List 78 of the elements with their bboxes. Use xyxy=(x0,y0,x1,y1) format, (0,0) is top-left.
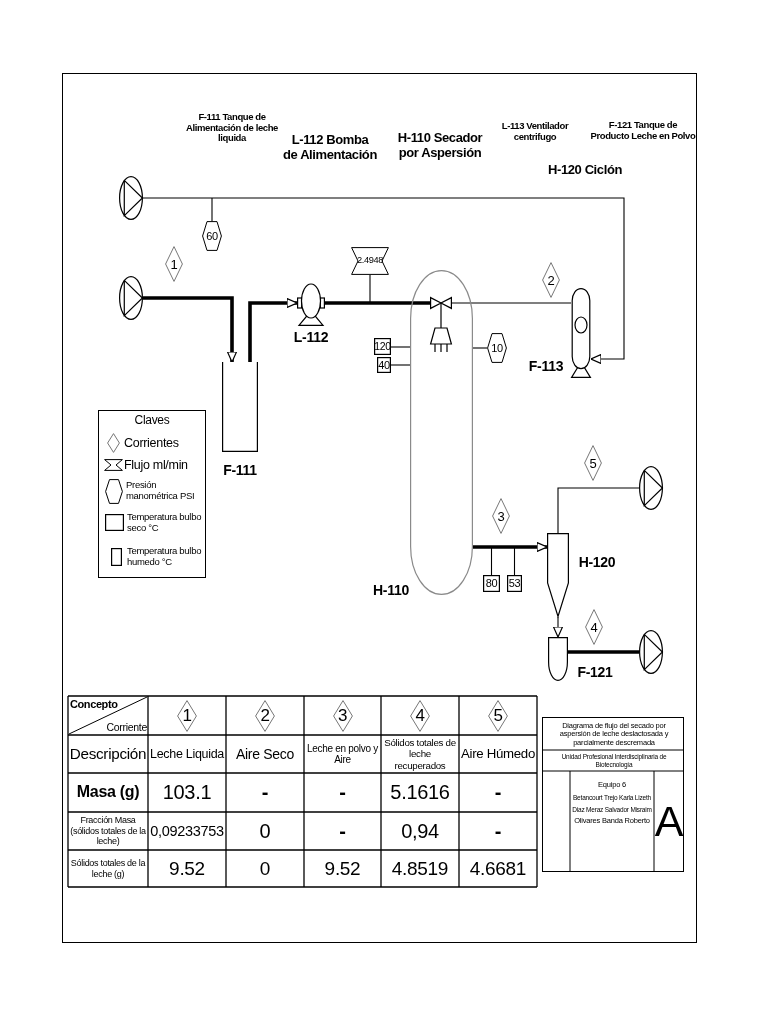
equipment-title: L-112 Bomba de Alimentación xyxy=(283,133,377,163)
row-header: Fracción Masa (sólidos totales de la leche) xyxy=(70,815,146,847)
table-value: - xyxy=(494,819,502,843)
pressure-gauge-tag: 10 xyxy=(487,333,507,363)
table-value: 103.1 xyxy=(162,781,212,804)
pressure-gauge-tag: 60 xyxy=(202,221,222,251)
table-value: 4.6681 xyxy=(469,857,527,880)
equipment-title: F-111 Tanque de Alimentación de leche liquida xyxy=(185,111,279,145)
stream-description: Leche en polvo y Aire xyxy=(306,742,379,766)
table-value: 9.52 xyxy=(324,857,361,880)
stream-description: Aire Seco xyxy=(236,745,294,763)
table-value: 4.8519 xyxy=(391,857,449,880)
process-line xyxy=(390,346,411,348)
table-value: 9.52 xyxy=(169,857,205,880)
legend-label: Temperatura bulbo seco °C xyxy=(127,512,203,534)
temperature-tag: 53 xyxy=(507,575,522,592)
flow-rate-tag: 2.4948 xyxy=(351,247,389,275)
legend-label: Temperatura bulbo humedo °C xyxy=(127,546,203,568)
stream-number-tag: 4 xyxy=(410,699,430,732)
stream-number-tag: 1 xyxy=(177,699,197,732)
flow-arrow xyxy=(248,297,298,362)
equipment-title: H-110 Secador por Aspersión xyxy=(396,131,484,161)
equipment-tag: F-121 xyxy=(577,663,613,681)
corner-heading: Corriente xyxy=(106,720,147,734)
temperature-tag: 80 xyxy=(483,575,500,592)
table-value: 0,09233753 xyxy=(150,822,224,840)
legend-label: Flujo ml/min xyxy=(124,457,188,473)
instrument-line xyxy=(490,546,493,576)
table-value: 5.1616 xyxy=(390,781,450,804)
process-line xyxy=(472,347,488,349)
legend-title: Claves xyxy=(134,414,170,428)
table-value: 0 xyxy=(259,819,271,843)
flow-arrow xyxy=(142,197,625,365)
sheet-letter: A xyxy=(654,797,684,847)
instrument-line xyxy=(513,546,516,576)
equipment-title: L-113 Ventilador centrifugo xyxy=(500,121,570,143)
table-value: 0,94 xyxy=(401,819,439,843)
stream-description: Leche Liquida xyxy=(150,746,224,762)
stream-number-tag: 5 xyxy=(488,699,508,732)
equipment-tag: F-113 xyxy=(528,357,564,375)
instrument-line xyxy=(211,197,213,222)
temperature-tag: 40 xyxy=(377,357,391,373)
flow-arrow xyxy=(473,541,548,553)
stream-number-tag: 2 xyxy=(255,699,275,732)
corner-heading: Concepto xyxy=(70,697,118,711)
instrument-line xyxy=(369,274,371,304)
equipment-tag: F-111 xyxy=(223,461,257,479)
process-line xyxy=(557,487,640,534)
table-value: 0 xyxy=(259,857,271,880)
legend-label: Corrientes xyxy=(124,435,179,451)
row-header: Masa (g) xyxy=(76,783,140,802)
spray-nozzle-icon xyxy=(430,297,452,353)
process-line xyxy=(568,650,639,654)
stream-number-tag: 1 xyxy=(165,246,183,282)
flow-arrow xyxy=(143,296,238,363)
equipment-title: H-120 Ciclón xyxy=(548,163,622,178)
legend-label: Presión manométrica PSI xyxy=(126,480,196,502)
table-value: - xyxy=(494,781,502,804)
stream-number-tag: 3 xyxy=(492,498,510,534)
table-value: - xyxy=(261,781,269,804)
stream-number-tag: 2 xyxy=(542,262,560,298)
flow-arrow xyxy=(552,616,564,638)
stream-number-tag: 4 xyxy=(585,609,603,645)
stream-number-tag: 5 xyxy=(584,445,602,481)
row-header: Sólidos totales de la leche (g) xyxy=(70,858,146,879)
equipment-title: F-121 Tanque de Producto Leche en Polvo xyxy=(590,120,696,142)
row-header: Descripción xyxy=(69,745,147,763)
stream-description: Sólidos totales de leche recuperados xyxy=(383,737,457,771)
stream-description: Aire Húmedo xyxy=(461,746,535,762)
process-line xyxy=(325,301,430,305)
equipment-tag: H-110 xyxy=(373,581,409,599)
table-value: - xyxy=(339,781,346,804)
equipment-tag: L-112 xyxy=(293,328,329,346)
table-value: - xyxy=(339,819,346,843)
stream-number-tag: 3 xyxy=(332,699,353,732)
equipment-tag: H-120 xyxy=(578,553,616,571)
process-line xyxy=(451,302,572,304)
process-line xyxy=(390,364,411,366)
